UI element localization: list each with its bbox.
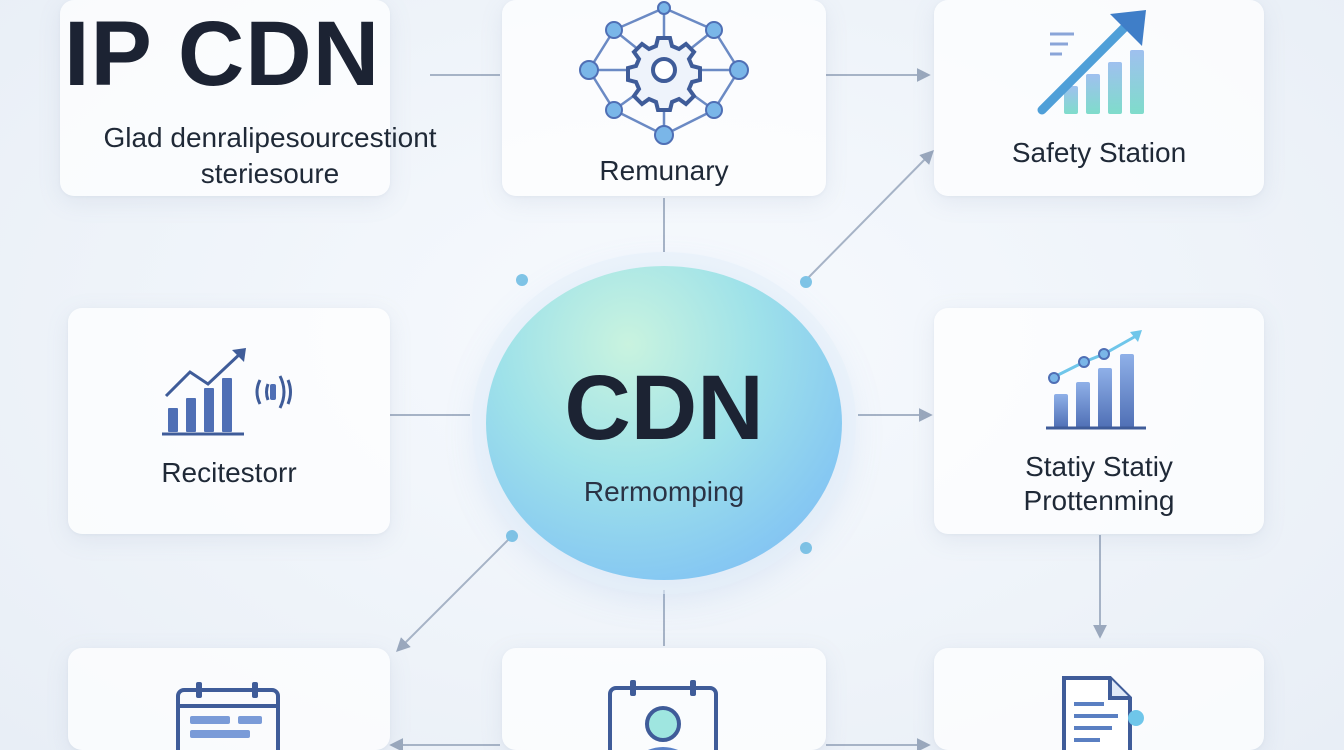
node-middle-right-label-line-2: Prottenming [1023,485,1175,516]
page-subtitle: Glad denralipesourcestiont steriesoure [60,120,480,192]
connector-hub-to-top-right [805,150,934,281]
hub-node-dot [800,276,812,288]
subtitle-line-1: Glad denralipesourcestiont [103,122,437,153]
node-middle-right[interactable]: Statiy Statiy Prottenming [934,308,1264,534]
hub-node-dot [516,274,528,286]
title-card [60,0,390,196]
hub-title: CDN [564,357,764,459]
connector-hub-to-bottom-left [396,535,513,652]
node-top-right[interactable]: Safety Station [934,0,1264,196]
page-title: IP CDN [64,3,381,105]
subtitle-line-2: steriesoure [200,158,340,189]
growth-chart-icon [1037,10,1146,115]
hub-node-dot [506,530,518,542]
node-top-center-label: Remunary [599,155,729,186]
line-bar-chart-icon [1046,330,1146,430]
calendar-list-icon [176,682,280,750]
calendar-user-icon [608,680,718,750]
node-bottom-right[interactable] [934,648,1264,750]
node-middle-left-label: Recitestorr [161,457,297,488]
document-icon [1062,676,1144,750]
chart-signal-icon [162,348,292,436]
cdn-hub[interactable]: CDN Rermomping [486,266,842,580]
node-middle-right-label: Statiy Statiy Prottenming [934,450,1264,518]
node-middle-right-label-line-1: Statiy Statiy [1025,451,1173,482]
network-gear-icon [579,1,749,145]
node-top-center[interactable]: Remunary [502,0,826,196]
node-bottom-center[interactable] [502,648,826,750]
hub-subtitle: Rermomping [583,476,745,507]
node-top-right-label: Safety Station [1011,137,1187,168]
hub-node-dot [800,542,812,554]
node-bottom-left[interactable] [68,648,390,750]
node-middle-left[interactable]: Recitestorr [68,308,390,534]
